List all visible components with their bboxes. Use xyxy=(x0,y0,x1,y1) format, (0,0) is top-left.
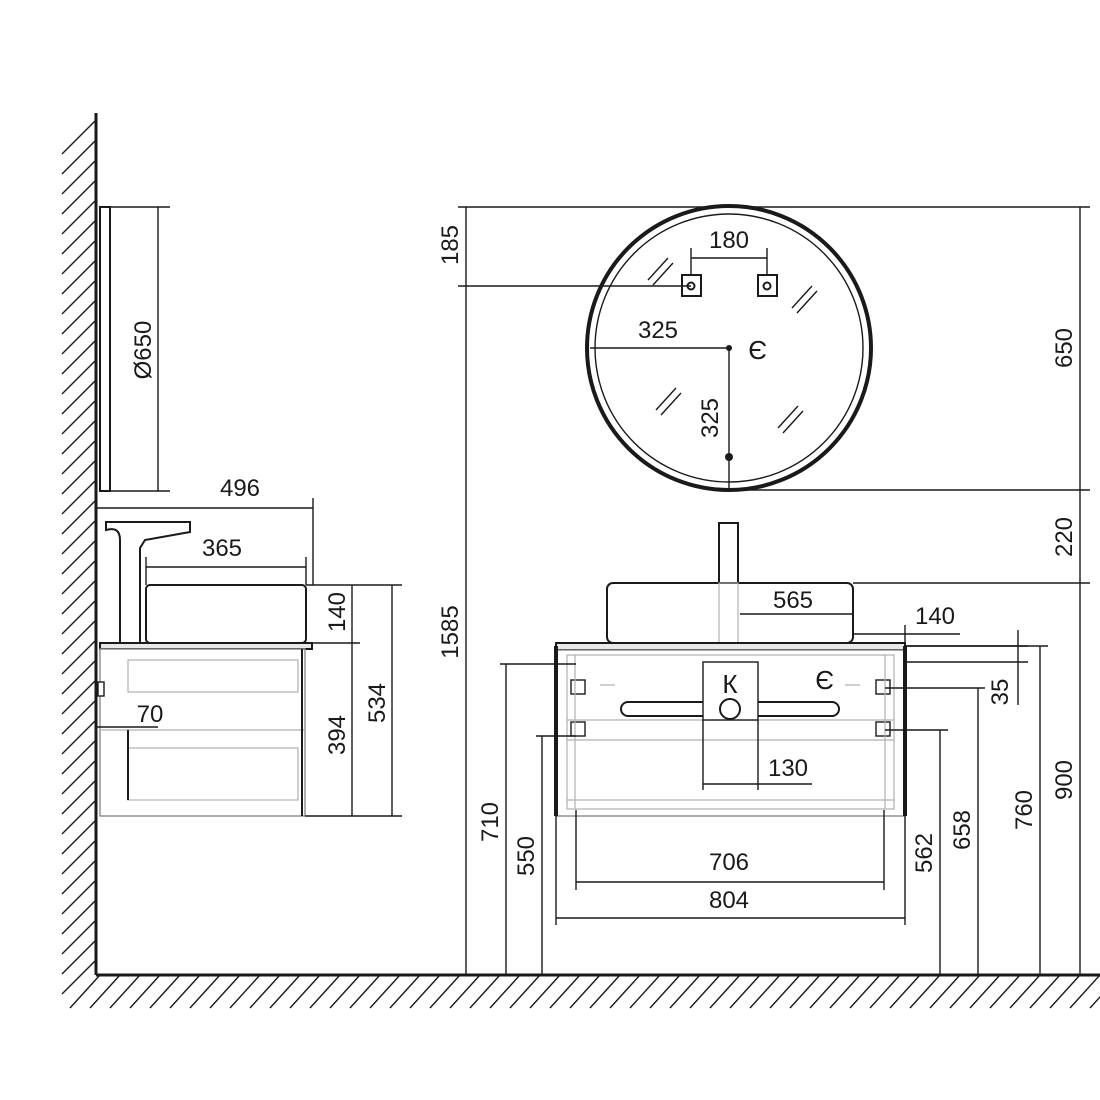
front-view: 180 325 325 Э 565 К Э xyxy=(437,204,1090,975)
wall xyxy=(61,113,98,995)
dim-text-top-to-mount: 185 xyxy=(437,225,464,265)
dim-text-height-550: 550 xyxy=(513,836,540,876)
dim-text-height-900: 900 xyxy=(1051,760,1078,800)
dim-text-drain-width: 130 xyxy=(768,755,808,782)
dim-text-basin-depth: 365 xyxy=(202,535,242,562)
side-cabinet xyxy=(99,648,306,817)
side-mirror xyxy=(99,206,111,492)
dim-text-inner-width: 706 xyxy=(709,849,749,876)
dim-text-mirror-diameter: Ø650 xyxy=(130,321,157,380)
dim-text-mirror-to-basin: 220 xyxy=(1051,517,1078,557)
side-basin xyxy=(145,584,307,644)
dim-text-radius-h: 325 xyxy=(638,317,678,344)
dim-text-height-760: 760 xyxy=(1011,790,1038,830)
dim-text-total-height: 534 xyxy=(364,683,391,723)
side-worktop xyxy=(99,642,313,650)
dim-text-basin-width: 565 xyxy=(773,587,813,614)
mirror-glare xyxy=(647,257,818,434)
power-mark-mirror: Э xyxy=(749,335,768,365)
dim-text-mirror-height: 650 xyxy=(1051,328,1078,368)
dim-text-top-panel: 35 xyxy=(987,679,1014,706)
mirror-mount-right xyxy=(757,274,778,297)
sewer-mark: К xyxy=(722,669,737,699)
dim-text-cabinet-height: 394 xyxy=(324,715,351,755)
side-view: Ø650 496 365 70 140 394 xyxy=(96,206,402,817)
dim-text-height-658: 658 xyxy=(949,810,976,850)
power-mark-cabinet: Э xyxy=(816,665,835,695)
dim-text-depth-total: 496 xyxy=(220,475,260,502)
dim-text-worktop-offset: 140 xyxy=(915,603,955,630)
dim-text-basin-height: 140 xyxy=(324,592,351,632)
dim-text-mount-height: 1585 xyxy=(437,605,464,658)
dim-text-radius-v: 325 xyxy=(697,398,724,438)
floor xyxy=(69,973,1100,1009)
side-faucet xyxy=(105,521,191,644)
dim-text-mount-spacing: 180 xyxy=(709,227,749,254)
basin xyxy=(606,582,854,644)
faucet xyxy=(718,522,739,584)
dim-text-height-710: 710 xyxy=(477,802,504,842)
worktop xyxy=(555,642,906,651)
dim-text-height-562: 562 xyxy=(911,833,938,873)
dim-text-wall-gap: 70 xyxy=(137,701,164,728)
dim-text-overall-width: 804 xyxy=(709,887,749,914)
